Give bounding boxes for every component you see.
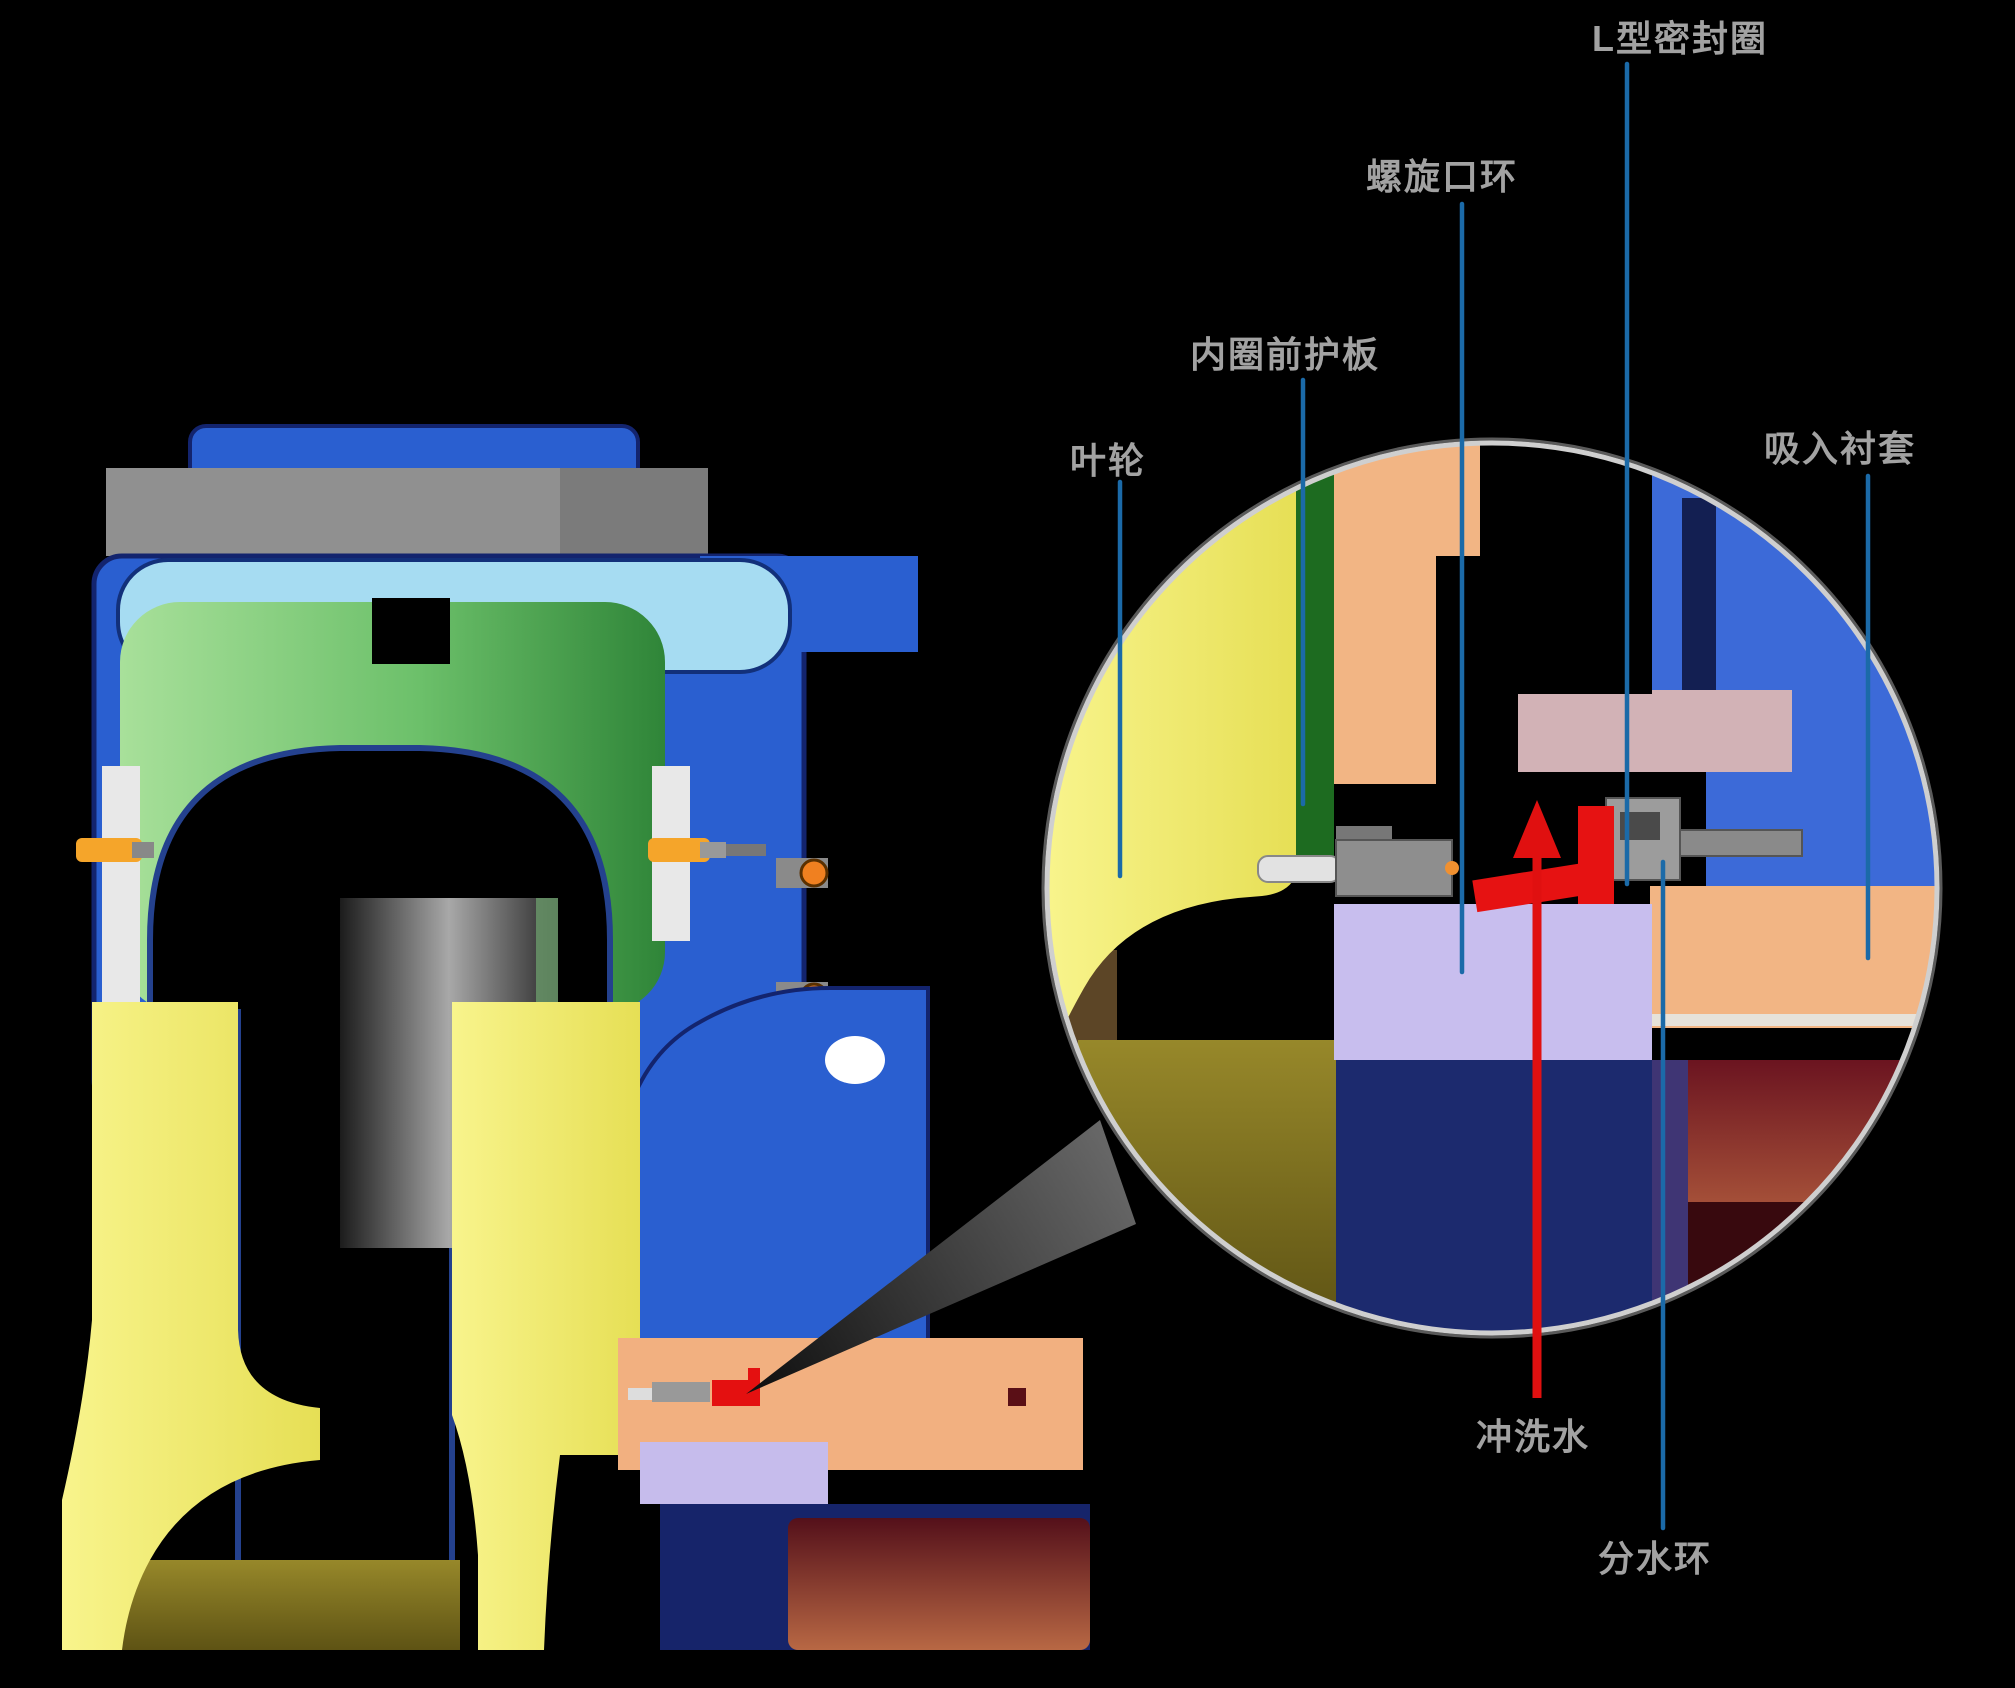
- lens-shaft-maroon: [1688, 1060, 1937, 1202]
- lens-rim-outer: [1041, 437, 1943, 1339]
- lens-white-strip-br: [1650, 1014, 1937, 1026]
- pin-left: [76, 838, 154, 862]
- magnifier-wedge: [746, 1120, 1136, 1394]
- lens-white-pin: [1257, 855, 1341, 883]
- flush-water-arrow-head: [1513, 800, 1561, 858]
- bolt-upper-right: [776, 858, 829, 888]
- lens-seal-red-vertical: [1578, 806, 1614, 904]
- lens-spiral-ring-lavender: [1334, 904, 1652, 1060]
- lens-gland-left: [1335, 839, 1453, 897]
- lens-navy-bottom: [1336, 1060, 1666, 1332]
- lens-purple-strip: [1652, 1060, 1688, 1332]
- lens-rim: [1044, 440, 1940, 1336]
- lens-gland-step: [1336, 826, 1392, 842]
- label-spiral-ring: 螺旋口环: [1366, 156, 1519, 197]
- label-flush-water: 冲洗水: [1476, 1416, 1591, 1457]
- pin-right: [648, 838, 766, 862]
- lens-gland-assembly: [1257, 797, 1803, 897]
- seal-red-small-v: [748, 1368, 760, 1406]
- label-inner-guard: 内圈前护板: [1190, 334, 1381, 375]
- pump-cross-section: [62, 424, 1090, 1650]
- shaft-sleeve-maroon: [788, 1518, 1090, 1650]
- gland-small: [652, 1382, 710, 1402]
- lens-pink-band: [1516, 690, 1792, 772]
- impeller-bell-interior: [100, 1560, 460, 1650]
- impeller-right-shroud: [452, 1002, 640, 1650]
- lens-navy-strip: [1682, 498, 1716, 692]
- gland-bar-right: [560, 468, 708, 556]
- label-suction-liner: 吸入衬套: [1764, 428, 1917, 469]
- spiral-ring-lavender: [640, 1442, 828, 1504]
- lens-guard-peach-top: [1436, 443, 1480, 556]
- lens-suction-liner-peach: [1650, 886, 1937, 1028]
- impeller-left-shroud: [62, 1002, 320, 1650]
- lens-bolt-shaft: [1679, 829, 1803, 857]
- label-impeller: 叶轮: [1070, 440, 1147, 481]
- label-water-ring: 分水环: [1598, 1538, 1713, 1579]
- bracket-hole: [825, 1036, 885, 1084]
- peach-dark-dot: [1008, 1388, 1026, 1406]
- label-l-seal: L型密封圈: [1592, 18, 1768, 59]
- volute-notch: [372, 598, 450, 664]
- lens-guard-peach-column: [1334, 443, 1436, 784]
- lens-orange-dot: [1445, 861, 1459, 875]
